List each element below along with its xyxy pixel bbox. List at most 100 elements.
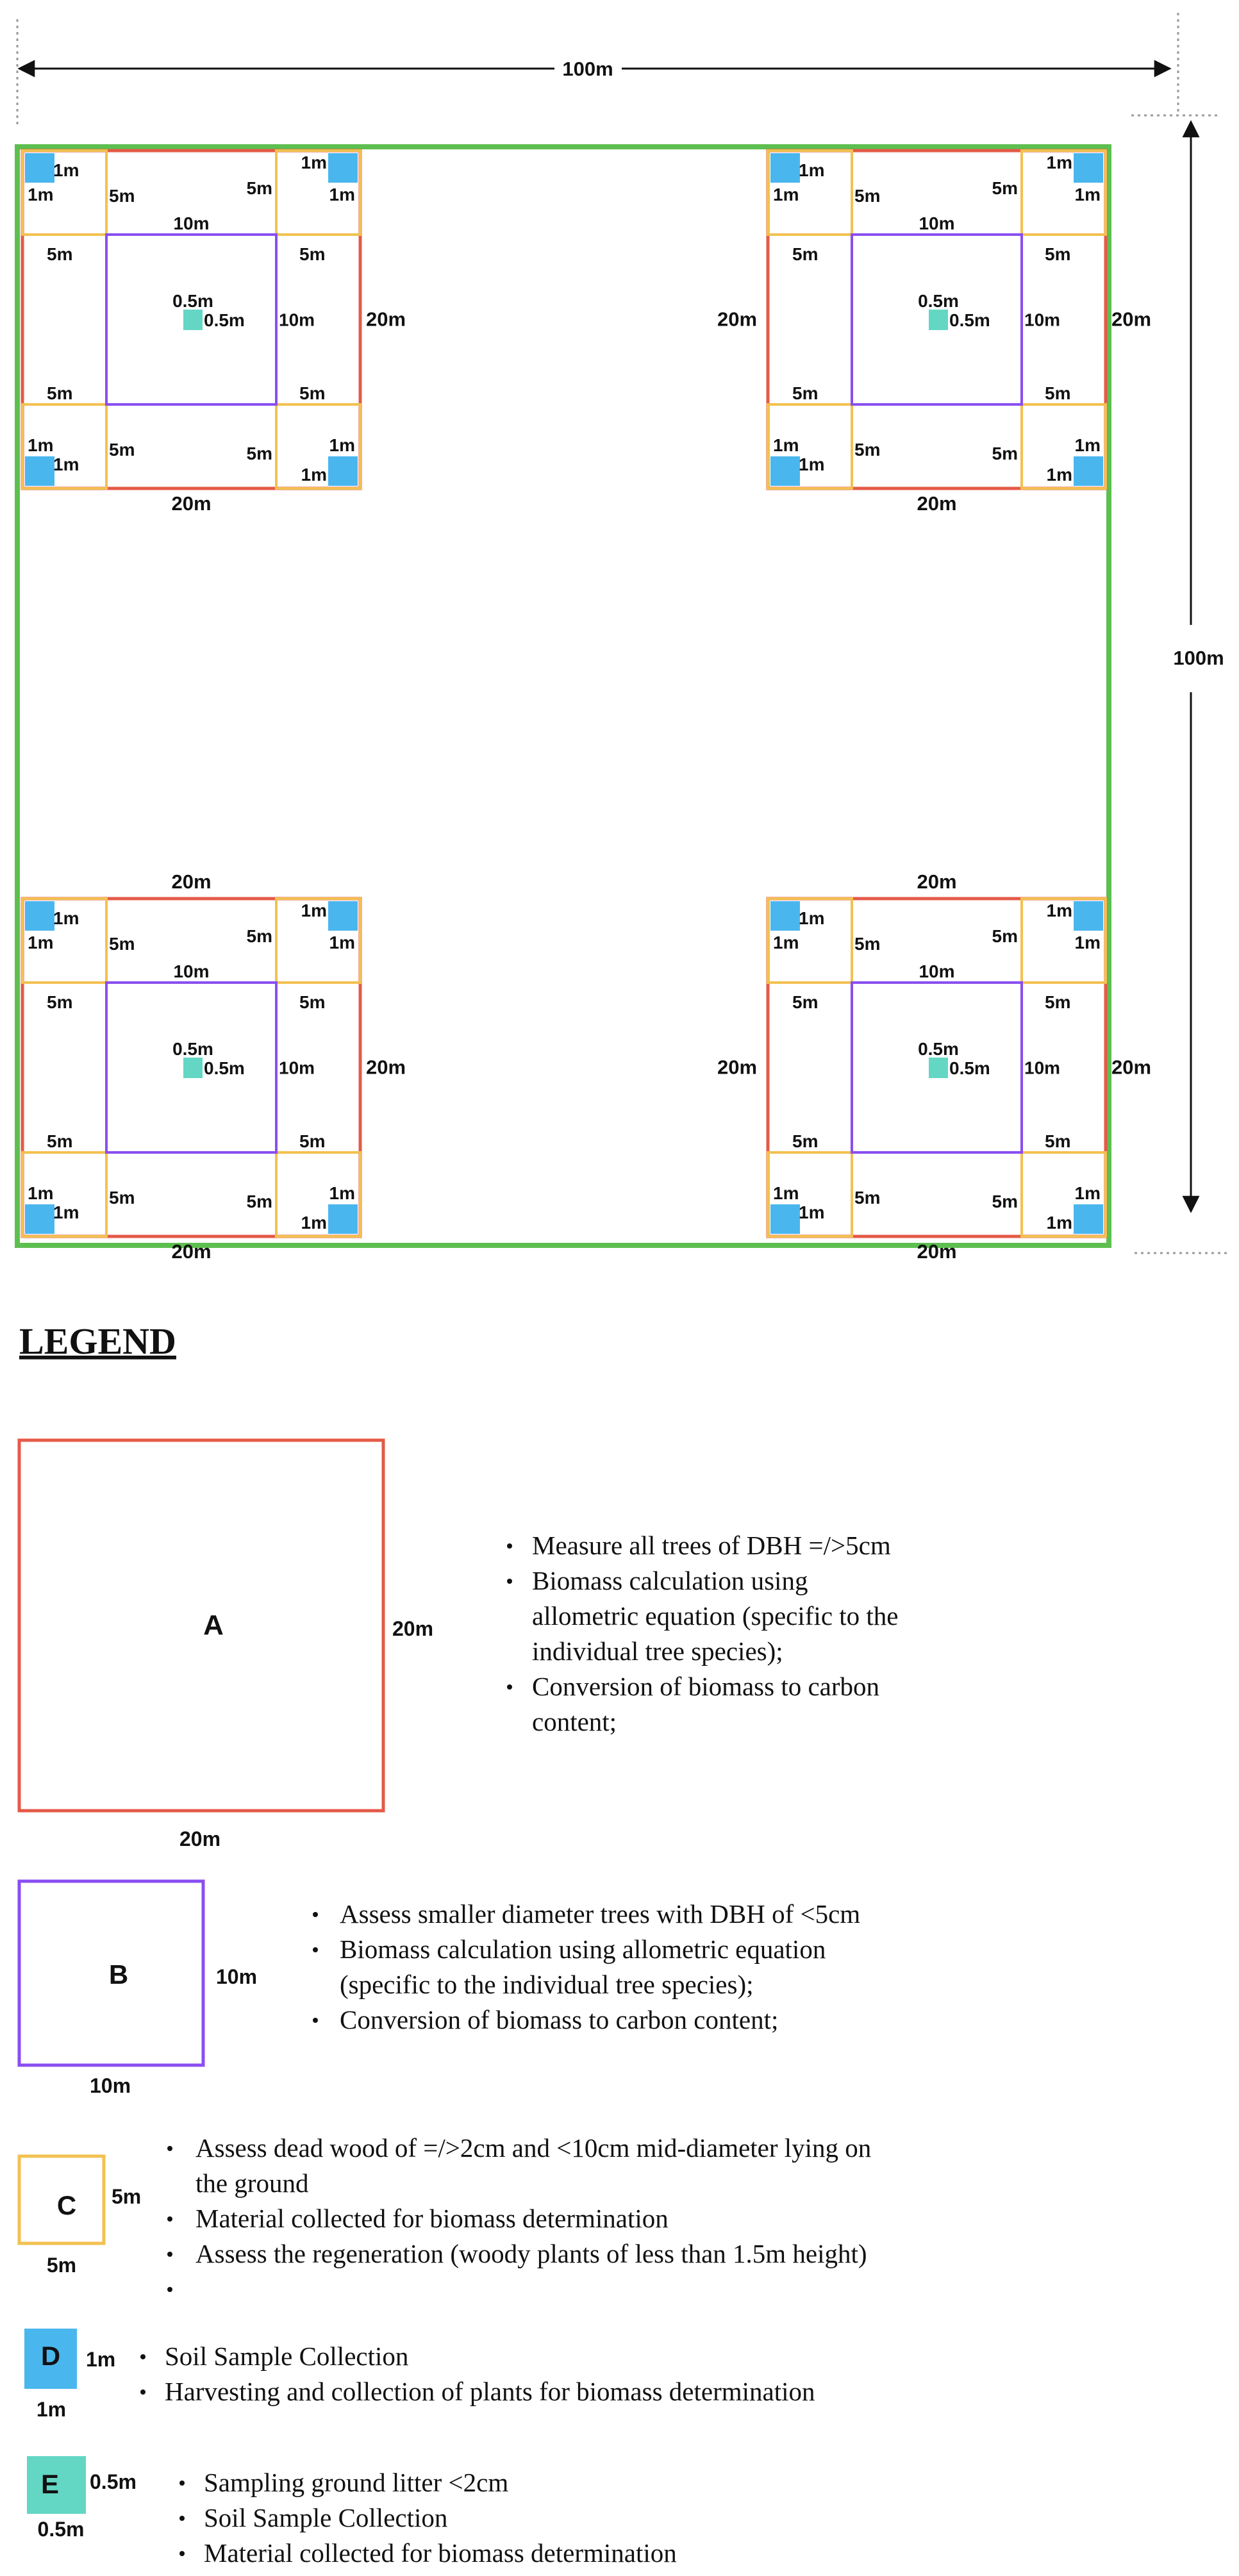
subplot-c-side-label: 5m: [854, 1188, 880, 1208]
legend-title: LEGEND: [19, 1320, 176, 1362]
plot-a-side-label: 20m: [171, 870, 211, 893]
sample-d-side-label: 1m: [1075, 435, 1101, 455]
subplot-c-side-label: 5m: [247, 444, 272, 463]
subplot-b-side-label: 10m: [1024, 1058, 1060, 1078]
legend-size-label: 1m: [37, 2398, 66, 2421]
legend-swatch-c: [17, 2154, 106, 2245]
plot-a-side-label: 20m: [717, 308, 757, 331]
sample-d-1m-tr: [1074, 153, 1103, 183]
legend-size-label: 20m: [179, 1827, 220, 1850]
plot-a-side-label: 20m: [171, 492, 211, 515]
sample-d-side-label: 1m: [1047, 1213, 1072, 1233]
legend-size-label: 5m: [47, 2254, 76, 2277]
subplot-c-5m-tr: [275, 897, 362, 984]
subplot-c-side-label: 5m: [792, 1131, 818, 1151]
legend-bullet-text: Assess dead wood of =/>2cm and <10cm mid…: [195, 2133, 871, 2163]
sample-d-1m-bl: [25, 456, 54, 486]
legend-bullet-dot: [507, 1579, 512, 1584]
sample-e-0.5m: [929, 1058, 948, 1078]
plot-a-side-label: 20m: [917, 492, 956, 515]
sample-d-1m-bl: [25, 1204, 54, 1234]
sample-d-side-label: 1m: [28, 933, 53, 952]
width-dimension-label: 100m: [562, 58, 613, 80]
sample-d-side-label: 1m: [799, 160, 824, 180]
sample-d-side-label: 1m: [329, 185, 355, 204]
sample-e-side-label: 0.5m: [204, 310, 245, 330]
subplot-c-side-label: 5m: [247, 926, 272, 946]
legend-size-label: 10m: [216, 1965, 257, 1988]
legend-letter: B: [109, 1959, 128, 1990]
legend-size-label: 0.5m: [38, 2518, 85, 2541]
subplot-b-side-label: 10m: [1024, 310, 1060, 330]
legend-bullet-dot: [313, 1947, 318, 1952]
sample-d-side-label: 1m: [301, 153, 327, 172]
subplot-c-5m-bl: [767, 403, 853, 490]
sample-d-side-label: 1m: [799, 454, 824, 474]
legend-bullet-dot: [167, 2252, 172, 2257]
legend-bullet-text: content;: [532, 1707, 617, 1736]
legend-letter: E: [41, 2469, 59, 2499]
subplot-c-side-label: 5m: [47, 244, 72, 264]
plot-a-side-label: 20m: [717, 1056, 757, 1079]
subplot-b-side-label: 10m: [173, 961, 209, 981]
legend-size-label: 5m: [112, 2185, 141, 2208]
dimension-guides: 100m 100m: [16, 13, 1227, 1254]
subplot-c-side-label: 5m: [1045, 383, 1070, 403]
sample-e-0.5m: [183, 1058, 203, 1078]
legend-size-label: 10m: [90, 2074, 131, 2097]
sample-d-side-label: 1m: [53, 1202, 79, 1222]
legend-swatch-a: [17, 1438, 385, 1813]
sample-d-side-label: 1m: [53, 160, 79, 180]
subplot-c-side-label: 5m: [1045, 992, 1070, 1012]
sample-d-side-label: 1m: [1075, 1183, 1101, 1203]
subplot-b-10m: [851, 233, 1023, 406]
sample-d-1m-tl: [25, 153, 54, 183]
legend-letter: A: [203, 1609, 224, 1641]
subplot-c-side-label: 5m: [854, 440, 880, 460]
plot-a-20m: [766, 149, 1108, 490]
legend-bullet-dot: [507, 1684, 512, 1690]
sample-d-side-label: 1m: [1047, 153, 1072, 172]
sample-d-1m-tl: [25, 901, 54, 931]
subplot-c-5m-tl: [767, 149, 853, 236]
sample-d-1m-bl: [770, 456, 800, 486]
legend-swatches: [17, 1438, 385, 2514]
legend-item-c: C 5m 5m Assess dead wood of =/>2cm and <10c…: [47, 2133, 871, 2292]
subplot-b-side-label: 10m: [173, 213, 209, 233]
legend-letter: C: [57, 2190, 76, 2220]
sample-d-side-label: 1m: [53, 908, 79, 928]
legend-bullet-dot: [140, 2389, 146, 2395]
sample-e-side-label: 0.5m: [949, 1058, 990, 1078]
subplot-c-side-label: 5m: [109, 934, 135, 954]
subplot-b-side-label: 10m: [279, 310, 315, 330]
sample-d-side-label: 1m: [1047, 901, 1072, 920]
sample-d-side-label: 1m: [329, 1183, 355, 1203]
sample-d-1m-tl: [770, 153, 800, 183]
legend-swatch-d: [24, 2329, 77, 2389]
sample-e-0.5m: [929, 310, 948, 330]
sample-d-side-label: 1m: [329, 933, 355, 952]
sample-d-side-label: 1m: [1075, 185, 1101, 204]
plot-a-20m: [766, 897, 1108, 1238]
sample-e-side-label: 0.5m: [172, 291, 213, 311]
subplot-c-5m-br: [1020, 1151, 1107, 1238]
legend-size-label: 1m: [86, 2348, 115, 2371]
subplot-c-side-label: 5m: [247, 1192, 272, 1211]
subplot-c-side-label: 5m: [1045, 1131, 1070, 1151]
legend-bullet-dot: [313, 2018, 318, 2023]
sample-d-side-label: 1m: [28, 1183, 53, 1203]
sample-d-side-label: 1m: [1075, 933, 1101, 952]
sample-d-1m-bl: [770, 1204, 800, 1234]
subplot-c-side-label: 5m: [109, 1188, 135, 1208]
legend-size-label: 20m: [392, 1617, 433, 1640]
subplot-c-5m-tl: [21, 149, 108, 236]
subplot-b-side-label: 10m: [279, 1058, 315, 1078]
legend-bullet-dot: [179, 2480, 185, 2486]
sample-e-side-label: 0.5m: [949, 310, 990, 330]
legend-bullet-text: Measure all trees of DBH =/>5cm: [532, 1531, 891, 1560]
sample-e-side-label: 0.5m: [918, 1039, 959, 1059]
subplot-c-5m-br: [275, 403, 362, 490]
